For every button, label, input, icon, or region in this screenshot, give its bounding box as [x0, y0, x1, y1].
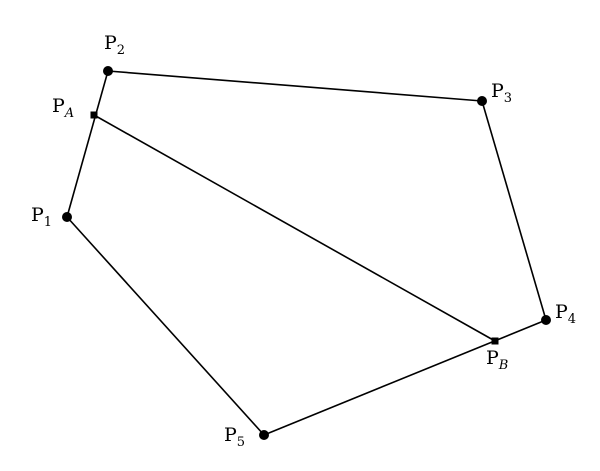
edge-p5-p1: [66, 216, 265, 436]
label-p5: P5: [224, 424, 245, 450]
chord-pa-pb: [93, 114, 496, 342]
label-pb: PB: [486, 347, 508, 373]
vertex-p4-dot: [541, 315, 551, 325]
vertex-p1-dot: [62, 212, 72, 222]
vertex-p3-dot: [477, 96, 487, 106]
label-p3: P3: [491, 80, 512, 106]
edge-p2-p3: [107, 70, 483, 102]
cut-point-pb-marker: [491, 337, 499, 345]
vertex-p5-dot: [259, 430, 269, 440]
edge-p3-p4: [481, 100, 547, 321]
edge-p1-p2: [66, 70, 109, 218]
vertex-p2-dot: [103, 66, 113, 76]
label-pa: PA: [52, 95, 74, 121]
edge-p4-p5: [263, 319, 547, 436]
label-p1: P1: [31, 204, 52, 230]
label-p2: P2: [104, 32, 125, 58]
cut-point-pa-marker: [90, 111, 98, 119]
label-p4: P4: [555, 301, 576, 327]
